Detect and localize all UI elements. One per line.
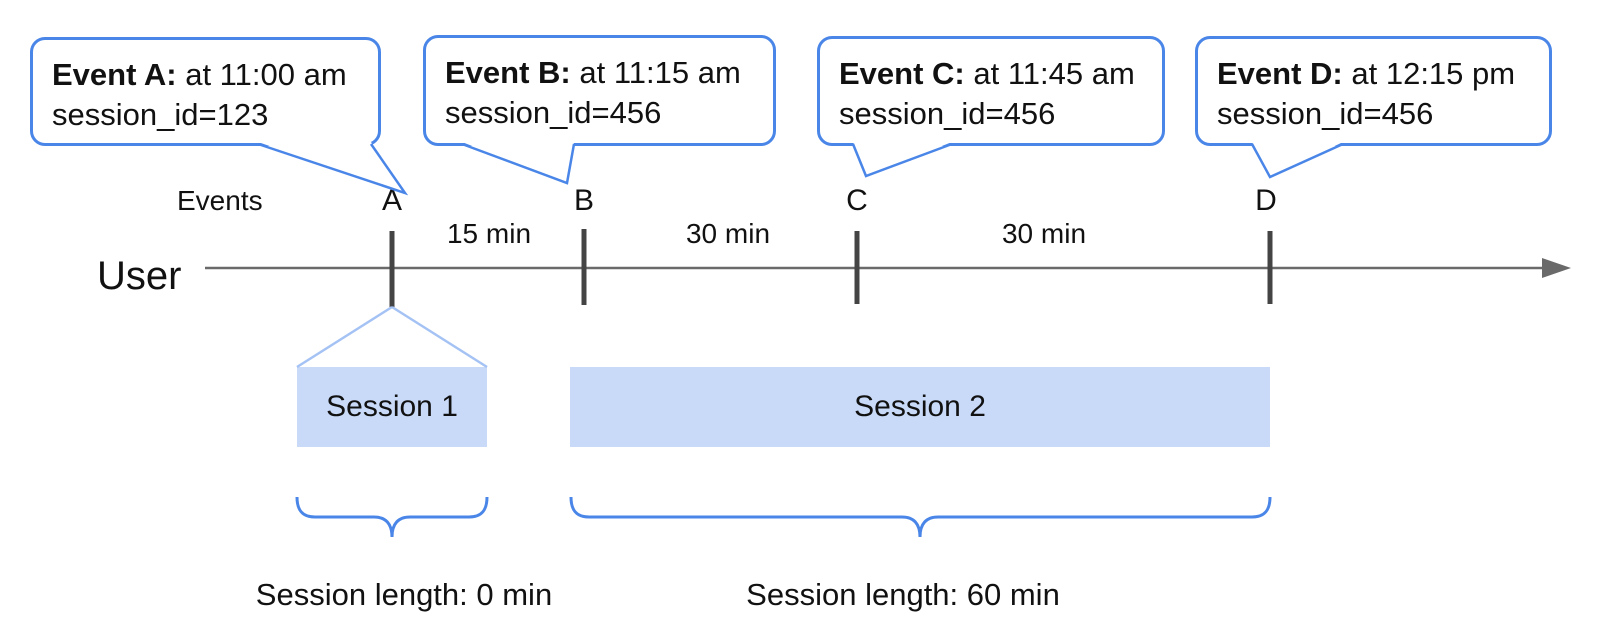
event-c-bubble-line1: Event C: at 11:45 am xyxy=(839,54,1154,94)
event-b-tail-outline xyxy=(461,142,576,185)
session-2-box: Session 2 xyxy=(570,367,1270,447)
event-d-tail-outline xyxy=(1250,142,1344,179)
event-b-tail-fill xyxy=(462,142,574,183)
event-a-bubble-title: Event A: xyxy=(52,57,177,92)
session-2-label: Session 2 xyxy=(854,390,986,423)
event-d-bubble-tail xyxy=(1250,142,1344,179)
session-2-brace xyxy=(569,496,1272,538)
event-c-bubble-tail xyxy=(851,142,953,178)
session-1-label: Session 1 xyxy=(326,390,458,423)
event-letter-c: C xyxy=(846,184,868,217)
event-a-bubble-line1: Event A: at 11:00 am xyxy=(52,55,370,95)
event-d-bubble-title: Event D: xyxy=(1217,56,1343,91)
session-1-length-label: Session length: 0 min xyxy=(255,577,553,612)
event-d-bubble-session: session_id=456 xyxy=(1217,96,1434,131)
timeline-arrowhead-icon xyxy=(1542,258,1571,278)
event-c-tail-fill xyxy=(853,142,952,176)
event-d-bubble: Event D: at 12:15 pm session_id=456 xyxy=(1195,36,1552,146)
session-2-length-label: Session length: 60 min xyxy=(746,577,1060,612)
event-letter-d: D xyxy=(1255,184,1277,217)
session-1-funnel-right-line xyxy=(391,305,488,369)
event-c-bubble-session: session_id=456 xyxy=(839,96,1056,131)
session-1-funnel-left-line xyxy=(296,305,393,369)
event-b-bubble: Event B: at 11:15 am session_id=456 xyxy=(423,35,776,146)
event-letter-a: A xyxy=(381,184,403,217)
events-row-label: Events xyxy=(177,185,263,216)
event-b-bubble-session: session_id=456 xyxy=(445,95,662,130)
session-1-box: Session 1 xyxy=(297,367,487,447)
event-a-bubble-session: session_id=123 xyxy=(52,97,269,132)
event-a-bubble: Event A: at 11:00 am session_id=123 xyxy=(30,37,381,146)
event-b-bubble-time: at 11:15 am xyxy=(579,55,741,90)
event-letter-b: B xyxy=(573,184,595,217)
event-d-bubble-line1: Event D: at 12:15 pm xyxy=(1217,54,1541,94)
event-c-bubble-time: at 11:45 am xyxy=(973,56,1135,91)
event-b-bubble-line1: Event B: at 11:15 am xyxy=(445,53,765,93)
session-1-brace xyxy=(295,496,489,538)
interval-label-a-b: 15 min xyxy=(446,218,532,249)
event-d-bubble-time: at 12:15 pm xyxy=(1351,56,1516,91)
event-d-tail-fill xyxy=(1252,142,1343,177)
event-c-tail-outline xyxy=(851,142,953,178)
interval-label-c-d: 30 min xyxy=(1001,218,1087,249)
event-b-bubble-tail xyxy=(461,142,576,185)
event-a-bubble-time: at 11:00 am xyxy=(185,57,347,92)
interval-label-b-c: 30 min xyxy=(685,218,771,249)
event-b-bubble-title: Event B: xyxy=(445,55,571,90)
event-c-bubble-title: Event C: xyxy=(839,56,965,91)
user-row-label: User xyxy=(97,254,182,298)
event-c-bubble: Event C: at 11:45 am session_id=456 xyxy=(817,36,1165,146)
